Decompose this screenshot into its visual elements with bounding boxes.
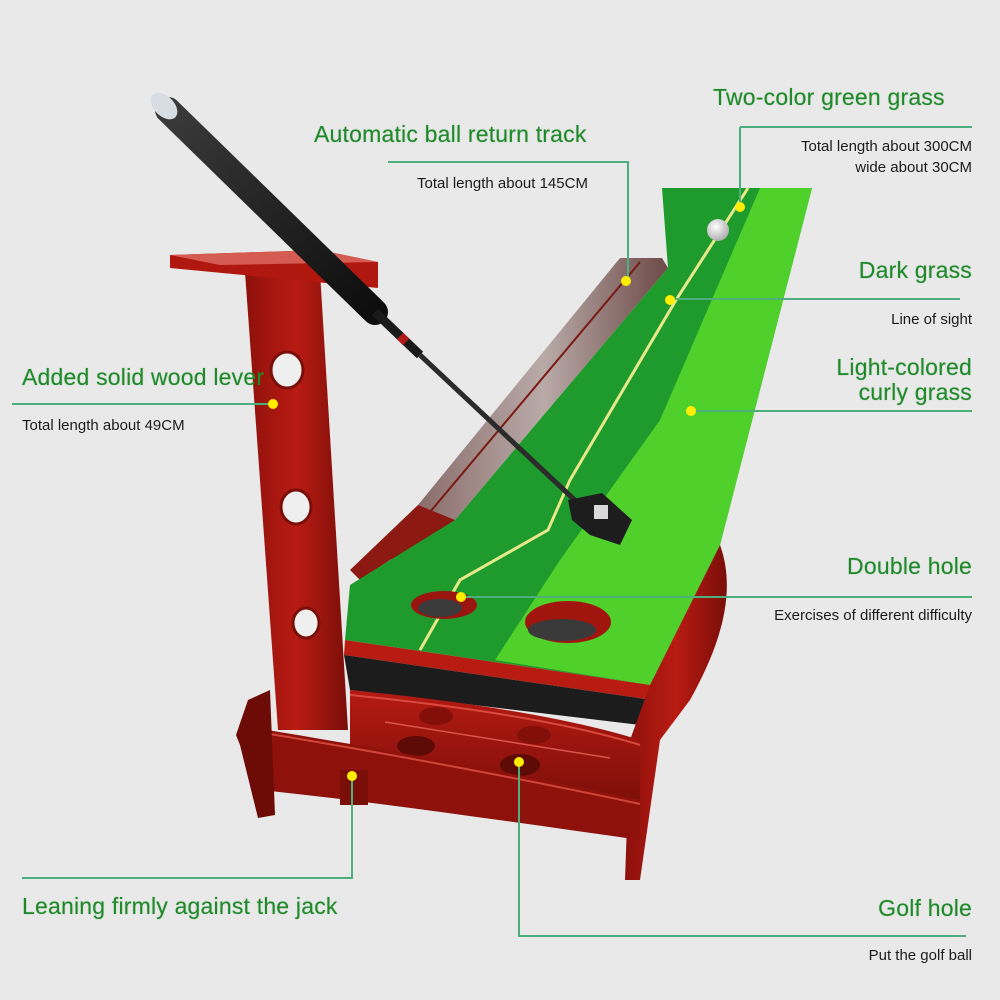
desc-line: Total length about 300CM [801, 138, 972, 155]
callout-desc-line-of-sight: Line of sight [891, 311, 972, 328]
callout-desc-golf-hole: Put the golf ball [868, 947, 972, 964]
dot-ball-return [621, 276, 631, 286]
callout-desc-wood-lever: Total length about 49CM [22, 417, 185, 434]
dot-golf-hole [514, 757, 524, 767]
desc-line: wide about 30CM [855, 159, 972, 176]
callout-title-wood-lever: Added solid wood lever [22, 364, 265, 390]
ball-return-track [350, 258, 668, 580]
dot-two-color [735, 202, 745, 212]
callout-title-light-grass: Light-colored curly grass [836, 355, 972, 405]
callout-title-jack: Leaning firmly against the jack [22, 893, 338, 919]
putting-mat [344, 187, 812, 725]
leader-lines [12, 126, 972, 937]
callout-title-double-hole: Double hole [847, 553, 972, 579]
dot-jack [347, 771, 357, 781]
putter-club [150, 92, 632, 545]
golf-ball [707, 219, 729, 241]
callout-title-dark-grass: Dark grass [858, 257, 972, 283]
front-wood-box [236, 690, 641, 840]
callout-title-two-color-grass: Two-color green grass [713, 84, 945, 110]
callout-desc-two-color-grass: Total length about 300CM wide about 30CM [801, 136, 972, 178]
title-line: curly grass [858, 379, 972, 405]
dot-double-hole [456, 592, 466, 602]
dot-light-grass [686, 406, 696, 416]
title-line: Light-colored [836, 354, 972, 380]
callout-title-golf-hole: Golf hole [878, 895, 972, 921]
callout-dots [268, 202, 745, 781]
dot-dark-grass [665, 295, 675, 305]
callout-desc-ball-return: Total length about 145CM [417, 175, 588, 192]
right-side-rail [625, 545, 727, 880]
callout-title-ball-return: Automatic ball return track [314, 121, 587, 147]
dot-wood-lever [268, 399, 278, 409]
callout-desc-double-hole: Exercises of different difficulty [774, 607, 972, 624]
